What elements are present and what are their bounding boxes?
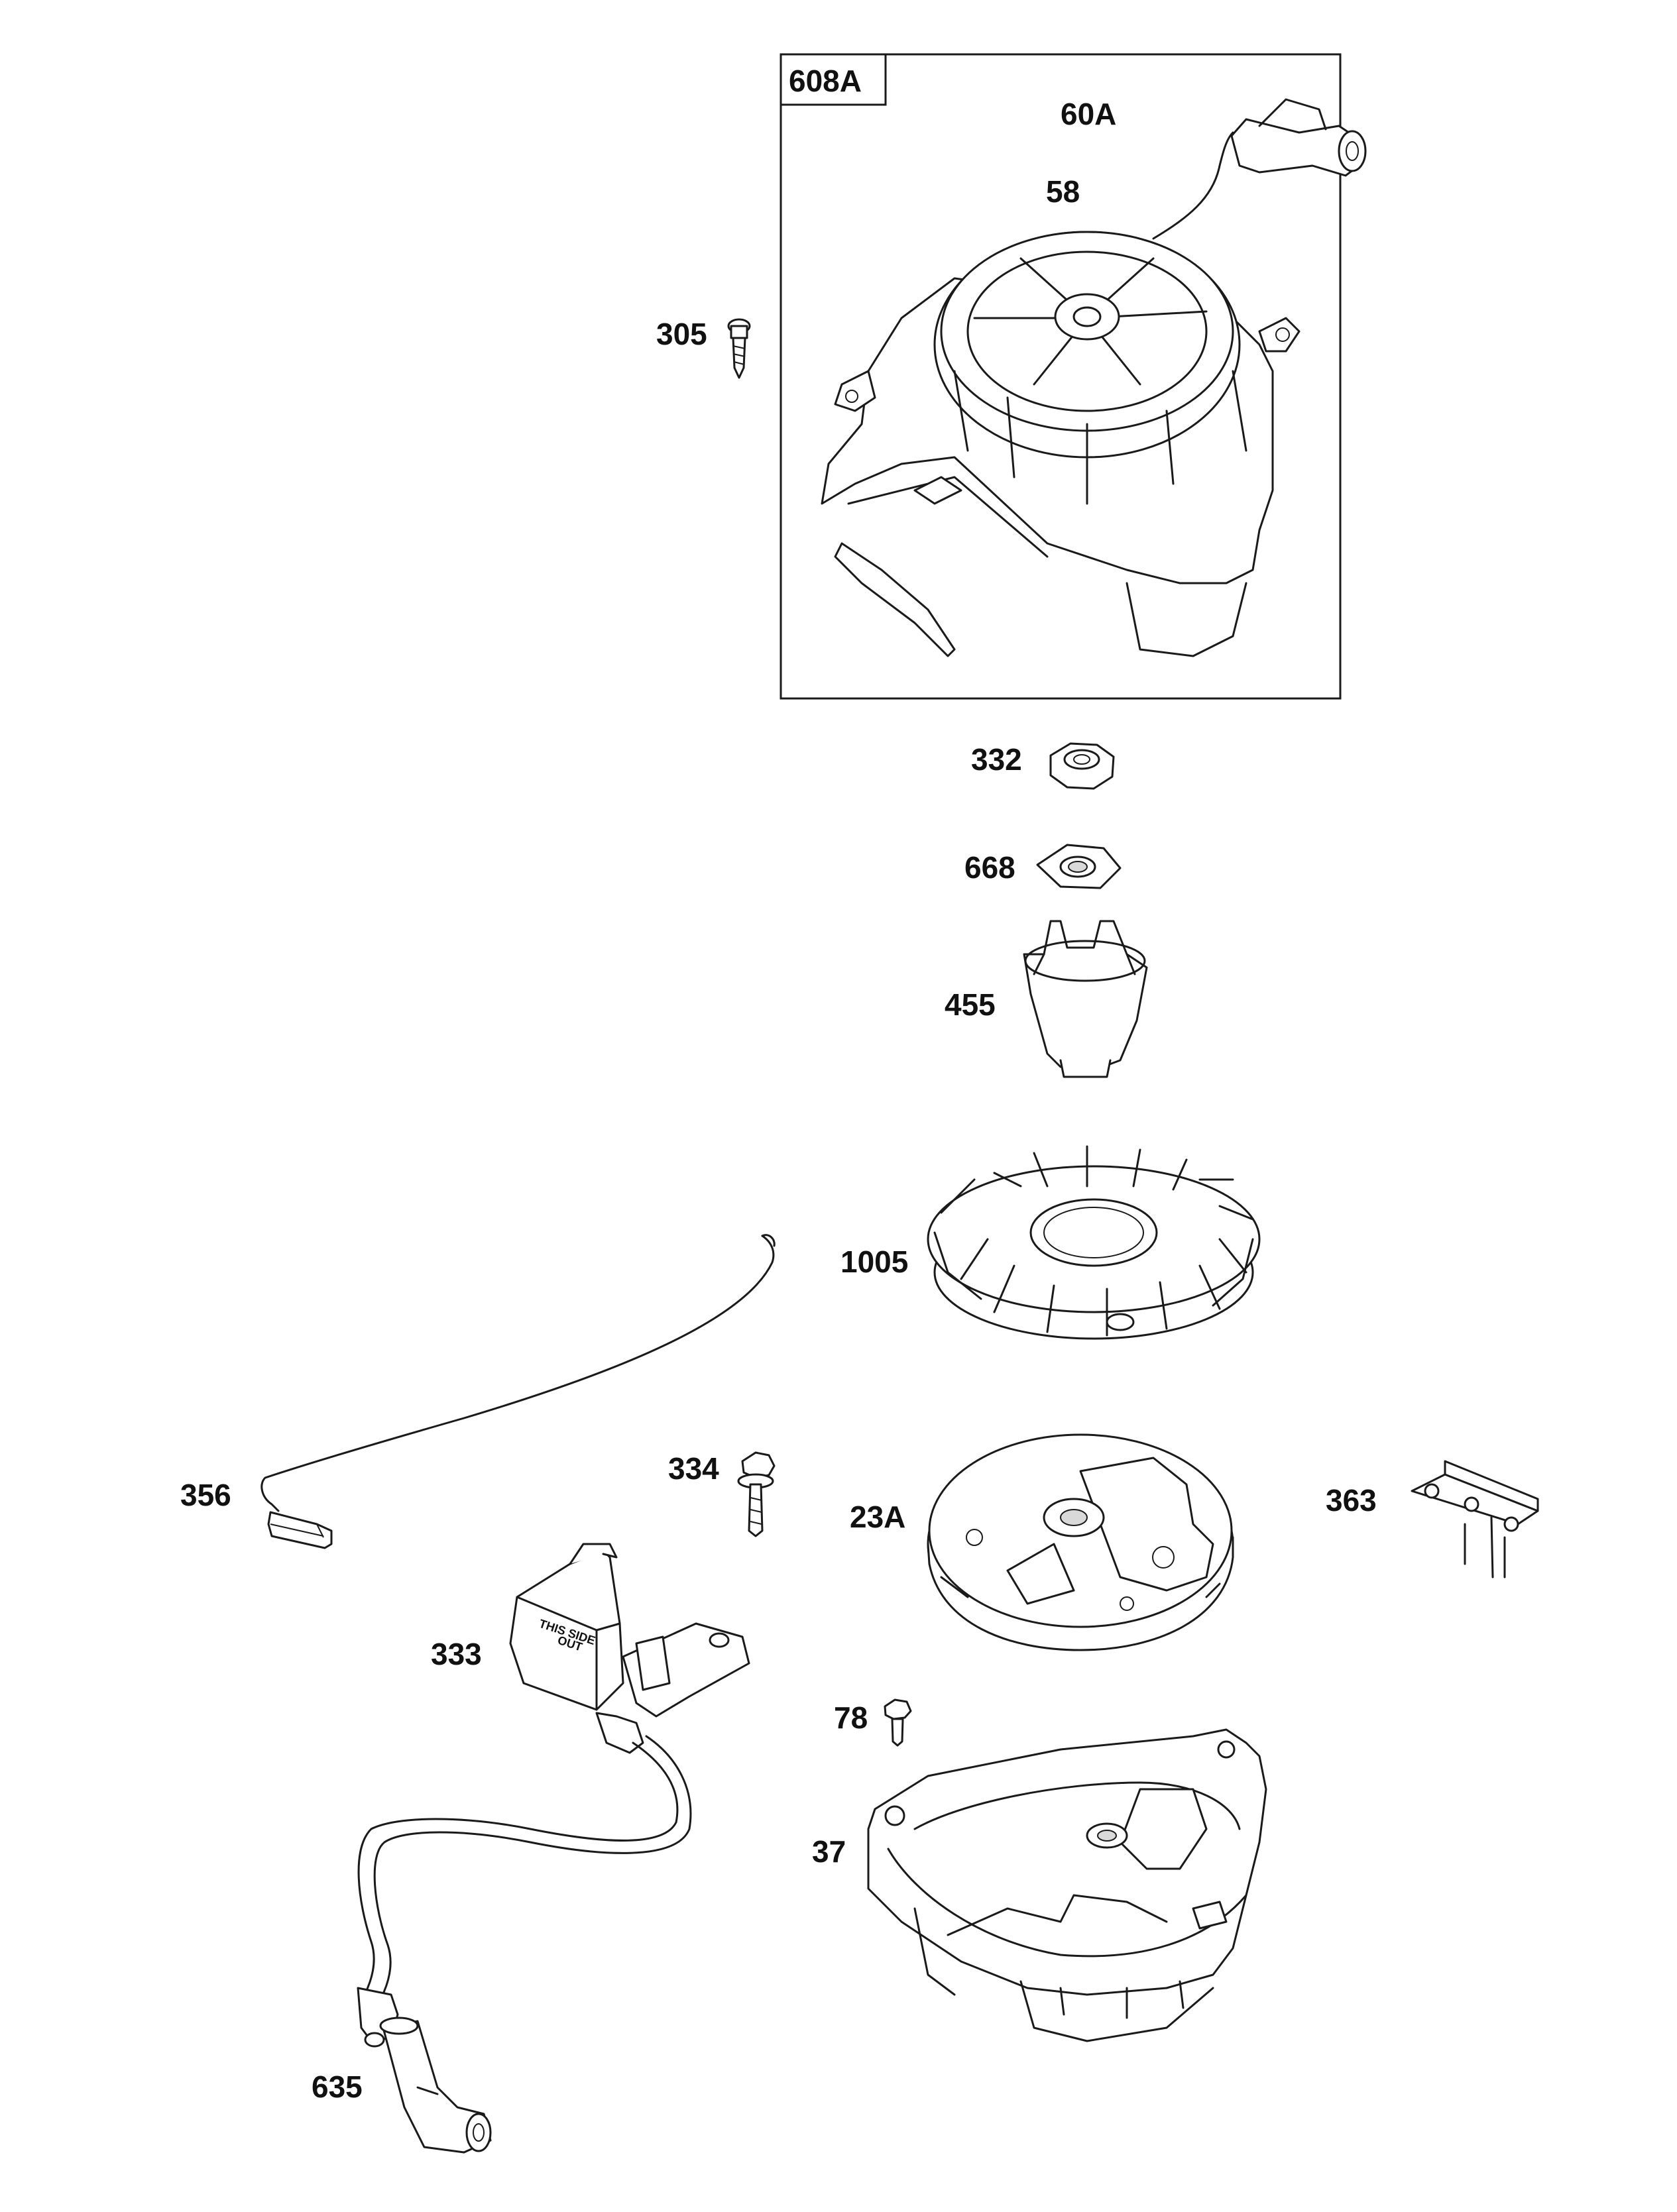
starter-housing-drawing <box>821 98 1367 657</box>
part-label-58: 58 <box>1046 174 1080 209</box>
washer-668-drawing <box>1036 844 1122 889</box>
nut-332-drawing <box>1049 742 1115 790</box>
assembly-label-608a: 608A <box>789 64 862 98</box>
part-label-1005: 1005 <box>840 1244 908 1279</box>
part-label-334: 334 <box>668 1451 719 1486</box>
flywheel-23a-drawing <box>927 1433 1234 1651</box>
part-label-305: 305 <box>656 317 707 351</box>
part-label-37: 37 <box>812 1834 846 1869</box>
part-label-668: 668 <box>964 850 1015 885</box>
screw-334-drawing <box>737 1451 776 1537</box>
part-label-363: 363 <box>1326 1483 1377 1518</box>
ignition-coil-333-drawing: THIS SIDE OUT <box>357 1543 750 2048</box>
blower-housing-37-drawing <box>867 1728 1267 2042</box>
part-label-332: 332 <box>971 742 1022 777</box>
spark-plug-boot-635-drawing <box>379 2017 492 2154</box>
part-label-60a: 60A <box>1061 97 1116 131</box>
fan-1005-drawing <box>927 1145 1261 1340</box>
part-label-455: 455 <box>945 987 996 1022</box>
part-label-333: 333 <box>431 1637 482 1671</box>
bracket-363-drawing <box>1411 1460 1539 1578</box>
starter-cup-455-drawing <box>1023 920 1148 1078</box>
rewind-starter-assembly-box: 608A <box>780 53 1342 700</box>
screw-78-drawing <box>884 1698 912 1747</box>
part-label-78: 78 <box>834 1700 868 1735</box>
part-label-23a: 23A <box>850 1500 905 1534</box>
part-label-356: 356 <box>180 1478 231 1512</box>
part-label-635: 635 <box>312 2070 363 2104</box>
screw-305-drawing <box>727 318 751 379</box>
ground-wire-356-drawing <box>260 1234 776 1549</box>
